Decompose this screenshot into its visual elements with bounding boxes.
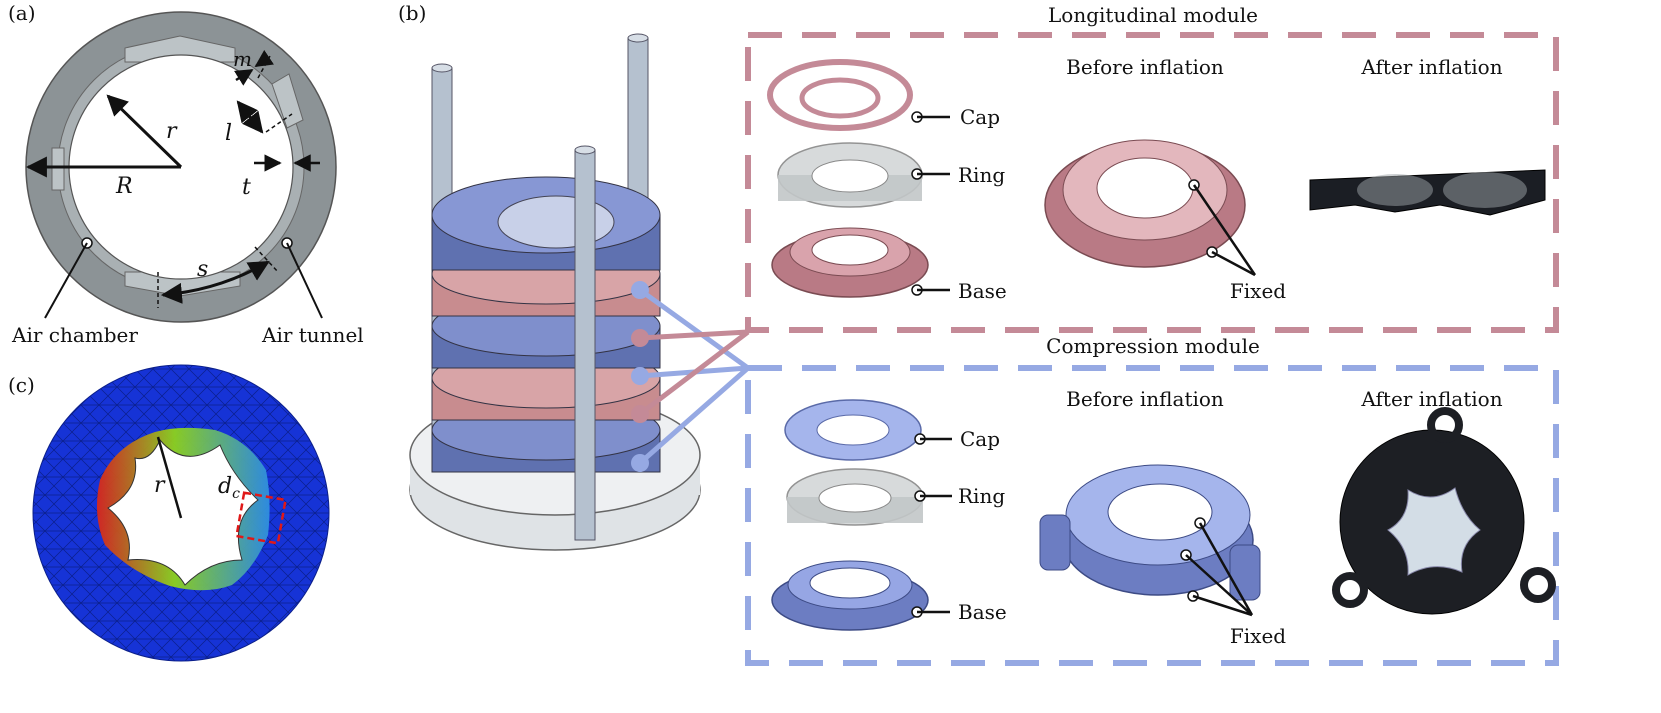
long-cap-part (767, 59, 913, 131)
comp-cap-label: Cap (960, 427, 1000, 451)
compression-before-label: Before inflation (1066, 387, 1224, 411)
symbol-m: m (233, 47, 252, 71)
comp-base-label: Base (958, 600, 1007, 624)
compression-title: Compression module (1046, 334, 1260, 358)
compression-after-label: After inflation (1360, 387, 1502, 411)
comp-before-bore (1107, 483, 1213, 541)
air-chamber-left (51, 147, 65, 191)
rod-left-cap (431, 63, 453, 73)
panel-c: (c) r dc (8, 364, 330, 662)
long-base-label: Base (958, 279, 1007, 303)
air-chamber-label: Air chamber (11, 323, 138, 347)
long-base-bore (811, 234, 889, 266)
c-radius-line (156, 436, 183, 519)
longitudinal-before-label: Before inflation (1066, 55, 1224, 79)
long-cap-inner (799, 77, 881, 119)
panel-b: (b) (398, 1, 1559, 666)
long-before-bore (1096, 157, 1194, 219)
panel-a: (a) r R m l t s Air chamb (8, 1, 364, 347)
compression-frame (745, 365, 1559, 666)
long-after-bulge-2 (1443, 172, 1527, 208)
longitudinal-title: Longitudinal module (1048, 3, 1258, 27)
longitudinal-connector-lines (638, 329, 750, 416)
comp-ring-bore (818, 483, 892, 513)
long-fixed-leaders (1192, 184, 1257, 277)
panel-a-tag: (a) (8, 1, 36, 25)
symbol-t: t (242, 175, 251, 200)
comp-base-bore (809, 567, 891, 599)
panel-c-tag: (c) (8, 373, 35, 397)
comp-after-lug-top (1427, 407, 1463, 443)
comp-after-lug-left (1332, 572, 1368, 608)
deformed-bore (107, 439, 259, 586)
c-symbol-r: r (154, 473, 166, 498)
compression-module: Compression module Before inflation Afte… (745, 334, 1559, 666)
comp-after-lug-right (1520, 567, 1556, 603)
symbol-l: l (225, 121, 232, 146)
radius-r-arrow (106, 94, 183, 169)
m-arrow (234, 68, 254, 86)
l-dashed (265, 113, 293, 133)
comp-cap-bore (816, 414, 890, 446)
longitudinal-module: Longitudinal module Before inflation Aft… (745, 3, 1559, 333)
comp-before-lug-right (1229, 544, 1261, 601)
comp-after-star-bore (1387, 487, 1481, 576)
longitudinal-title-bg (1028, 3, 1278, 29)
s-dashed-2 (254, 246, 279, 273)
symbol-r: r (166, 119, 178, 144)
long-ring-bore (811, 159, 889, 193)
long-ring-label: Ring (958, 163, 1005, 187)
air-chamber-leader (44, 242, 88, 319)
stack-bore (497, 195, 615, 249)
long-cap-label: Cap (960, 105, 1000, 129)
rod-right-cap (627, 33, 649, 43)
stack-assembly (409, 33, 750, 551)
comp-ring-label: Ring (958, 484, 1005, 508)
rod-front-cap (574, 145, 596, 155)
air-chamber-right (271, 73, 304, 129)
panel-b-tag: (b) (398, 1, 426, 25)
compression-title-bg (1023, 334, 1283, 360)
longitudinal-frame (745, 32, 1559, 333)
symbol-R: R (115, 174, 133, 199)
comp-before-lug-left (1039, 514, 1071, 571)
long-fixed-label: Fixed (1230, 279, 1286, 303)
dc-highlight-box (235, 491, 287, 545)
s-arc-arrow (160, 260, 270, 304)
comp-fixed-label: Fixed (1230, 624, 1286, 648)
comp-fixed-leaders (1185, 522, 1254, 617)
m-arrow-2 (254, 49, 274, 68)
long-after-bulge-1 (1357, 174, 1433, 206)
rod-front (574, 149, 596, 541)
l-arrow (236, 100, 264, 134)
c-symbol-dc: dc (218, 474, 240, 502)
air-tunnel-label: Air tunnel (261, 323, 364, 347)
longitudinal-after-label: After inflation (1360, 55, 1502, 79)
symbol-s: s (197, 257, 208, 282)
air-tunnel-leader (286, 242, 323, 319)
